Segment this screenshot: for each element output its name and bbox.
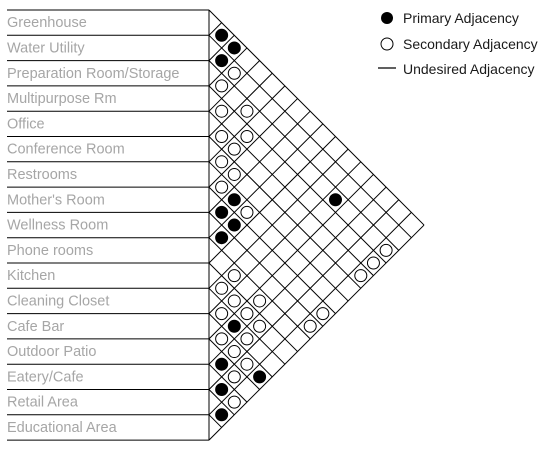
grid-line bbox=[208, 186, 387, 365]
secondary-adjacency-mark bbox=[227, 395, 241, 409]
grid-line bbox=[208, 123, 324, 239]
room-label: Water Utility bbox=[7, 41, 85, 57]
room-label: Preparation Room/Storage bbox=[7, 66, 180, 82]
secondary-adjacency-mark bbox=[227, 142, 241, 156]
primary-adjacency-mark bbox=[215, 408, 229, 422]
room-label: Cafe Bar bbox=[7, 319, 64, 335]
secondary-adjacency-mark bbox=[215, 130, 229, 143]
room-label: Cleaning Closet bbox=[7, 294, 109, 310]
grid-line bbox=[208, 34, 235, 61]
grid-line bbox=[208, 72, 273, 137]
secondary-adjacency-mark bbox=[303, 319, 317, 333]
primary-adjacency-mark bbox=[227, 41, 241, 55]
grid-line bbox=[208, 199, 400, 390]
room-label: Wellness Room bbox=[7, 218, 108, 234]
secondary-adjacency-mark bbox=[215, 104, 229, 118]
primary-adjacency-mark bbox=[215, 205, 229, 219]
primary-adjacency-mark bbox=[227, 218, 241, 232]
room-label: Multipurpose Rm bbox=[7, 91, 117, 107]
secondary-adjacency-mark bbox=[215, 307, 229, 321]
legend-primary-symbol bbox=[381, 12, 393, 24]
secondary-adjacency-mark bbox=[316, 307, 330, 321]
grid-line bbox=[208, 85, 286, 163]
grid-line bbox=[208, 98, 298, 188]
secondary-adjacency-mark bbox=[240, 104, 254, 118]
secondary-adjacency-mark bbox=[240, 205, 254, 219]
grid-line bbox=[208, 262, 298, 352]
grid-line bbox=[208, 161, 362, 314]
secondary-adjacency-mark bbox=[227, 66, 241, 80]
matrix-grid bbox=[208, 9, 425, 441]
primary-adjacency-mark bbox=[215, 357, 229, 371]
secondary-adjacency-mark bbox=[366, 256, 380, 270]
room-label: Mother's Room bbox=[7, 192, 105, 208]
grid-line bbox=[208, 224, 425, 441]
grid-line bbox=[208, 60, 400, 251]
secondary-adjacency-mark bbox=[227, 167, 241, 181]
grid-line bbox=[208, 110, 374, 277]
secondary-adjacency-mark bbox=[215, 281, 229, 295]
grid-line bbox=[208, 9, 425, 226]
grid-line bbox=[208, 60, 260, 112]
room-label: Phone rooms bbox=[7, 243, 93, 259]
adjacency-marks bbox=[215, 28, 393, 422]
grid-line bbox=[208, 212, 412, 416]
primary-adjacency-mark bbox=[227, 193, 241, 207]
secondary-adjacency-mark bbox=[240, 332, 254, 346]
primary-adjacency-mark bbox=[215, 231, 229, 245]
secondary-adjacency-mark bbox=[227, 345, 241, 359]
grid-line bbox=[208, 148, 349, 289]
secondary-adjacency-mark bbox=[379, 243, 393, 257]
grid-line bbox=[208, 313, 273, 378]
room-label: Office bbox=[7, 116, 45, 132]
room-label: Restrooms bbox=[7, 167, 77, 183]
secondary-adjacency-mark bbox=[354, 269, 368, 283]
secondary-adjacency-mark bbox=[215, 155, 229, 169]
secondary-adjacency-mark bbox=[240, 307, 254, 321]
grid-line bbox=[208, 414, 223, 428]
secondary-adjacency-mark bbox=[215, 180, 229, 194]
secondary-adjacency-mark bbox=[227, 370, 241, 384]
legend-primary-label: Primary Adjacency bbox=[403, 10, 519, 26]
secondary-adjacency-mark bbox=[240, 357, 254, 371]
secondary-adjacency-mark bbox=[240, 130, 254, 143]
grid-line bbox=[208, 136, 336, 264]
primary-adjacency-mark bbox=[329, 193, 342, 207]
room-label: Greenhouse bbox=[7, 15, 87, 31]
secondary-adjacency-mark bbox=[215, 332, 229, 346]
legend-secondary-label: Secondary Adjacency bbox=[403, 36, 538, 52]
primary-adjacency-mark bbox=[227, 319, 241, 333]
room-label: Conference Room bbox=[7, 142, 125, 158]
grid-line bbox=[208, 161, 349, 302]
secondary-adjacency-mark bbox=[227, 294, 241, 308]
secondary-adjacency-mark bbox=[253, 294, 267, 308]
grid-line bbox=[208, 47, 248, 87]
primary-adjacency-mark bbox=[253, 370, 267, 384]
primary-adjacency-mark bbox=[215, 28, 229, 42]
secondary-adjacency-mark bbox=[227, 269, 241, 283]
grid-line bbox=[208, 110, 311, 213]
room-label: Retail Area bbox=[7, 395, 79, 411]
primary-adjacency-mark bbox=[215, 383, 229, 396]
room-label: Eatery/Cafe bbox=[7, 369, 84, 385]
primary-adjacency-mark bbox=[215, 54, 229, 68]
grid-line bbox=[208, 174, 374, 340]
room-label: Outdoor Patio bbox=[7, 344, 96, 360]
room-label: Kitchen bbox=[7, 268, 55, 284]
grid-line bbox=[208, 363, 248, 403]
secondary-adjacency-mark bbox=[215, 79, 229, 93]
legend: Primary Adjacency Secondary Adjacency Un… bbox=[378, 10, 538, 77]
grid-line bbox=[208, 212, 324, 327]
legend-undesired-label: Undesired Adjacency bbox=[403, 61, 535, 77]
grid-line bbox=[208, 22, 223, 36]
secondary-adjacency-mark bbox=[253, 319, 267, 333]
room-label: Educational Area bbox=[7, 420, 118, 436]
legend-secondary-symbol bbox=[380, 37, 394, 51]
